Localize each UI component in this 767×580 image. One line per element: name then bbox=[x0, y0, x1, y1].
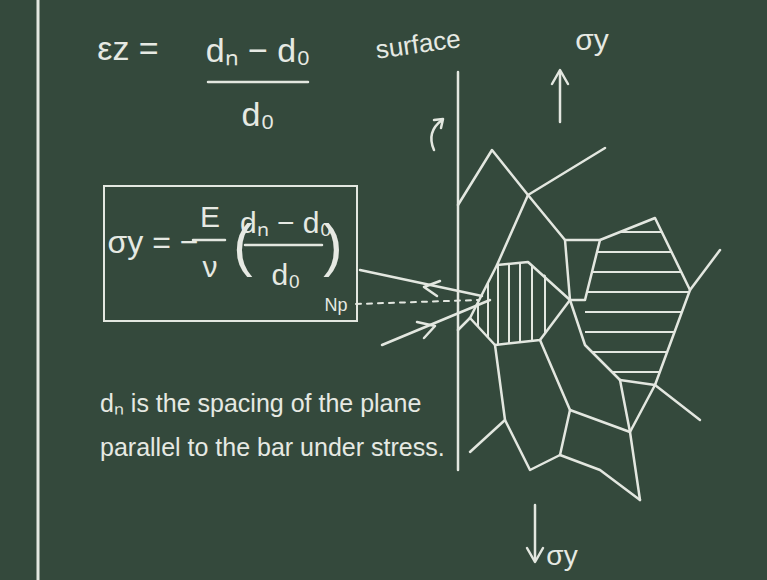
fraction-numerator: dₙ − d₀ bbox=[240, 208, 332, 238]
fraction-denominator: d₀ bbox=[241, 97, 274, 131]
grain-boundary bbox=[540, 340, 570, 455]
plane-normal bbox=[356, 300, 478, 304]
grain-boundary bbox=[470, 345, 505, 452]
boxed-equation: σy = −Eν(dₙ − d₀d₀) bbox=[103, 185, 358, 322]
surface-label: surface bbox=[374, 25, 462, 63]
strain-symbol: εz = bbox=[97, 31, 158, 65]
beam-arrowhead bbox=[424, 281, 440, 296]
modulus-symbol: E bbox=[200, 202, 220, 232]
grain-boundary bbox=[620, 380, 640, 500]
diffracted-beam bbox=[360, 270, 482, 296]
lattice-planes-vertical bbox=[478, 250, 545, 360]
grain-boundary bbox=[655, 385, 700, 420]
stress-arrowhead bbox=[527, 548, 543, 562]
incident-beam bbox=[382, 300, 490, 345]
fraction-denominator: d₀ bbox=[271, 260, 300, 290]
surface-line bbox=[457, 72, 460, 470]
grain-boundary bbox=[560, 455, 640, 500]
grain-boundary bbox=[458, 148, 605, 205]
surface-pointer bbox=[431, 120, 442, 150]
beam-arrowhead bbox=[417, 322, 435, 338]
lattice-planes-horizontal bbox=[580, 232, 700, 372]
normal-label: Np bbox=[324, 296, 347, 314]
fraction-numerator: dₙ − d₀ bbox=[206, 33, 311, 67]
note-text: dₙ is the spacing of the plane parallel … bbox=[100, 382, 480, 470]
grain-boundary bbox=[565, 218, 690, 385]
board-edge bbox=[37, 0, 40, 580]
stress-label: σy bbox=[546, 542, 577, 570]
grain-boundary bbox=[505, 420, 560, 470]
fraction-bar bbox=[208, 81, 308, 84]
grain-boundary bbox=[690, 250, 720, 290]
bracket: ) bbox=[323, 216, 342, 274]
stress-label: σy bbox=[575, 25, 609, 55]
stress-arrow bbox=[534, 505, 537, 560]
surface-pointer-head bbox=[434, 119, 443, 128]
grain-boundary bbox=[528, 195, 570, 300]
stress-symbol: σy = − bbox=[108, 226, 199, 258]
grain-boundary bbox=[570, 385, 655, 432]
poisson-symbol: ν bbox=[203, 252, 218, 282]
stress-arrowhead bbox=[552, 70, 568, 84]
fraction-bar bbox=[245, 244, 322, 247]
stress-arrow bbox=[559, 72, 562, 122]
